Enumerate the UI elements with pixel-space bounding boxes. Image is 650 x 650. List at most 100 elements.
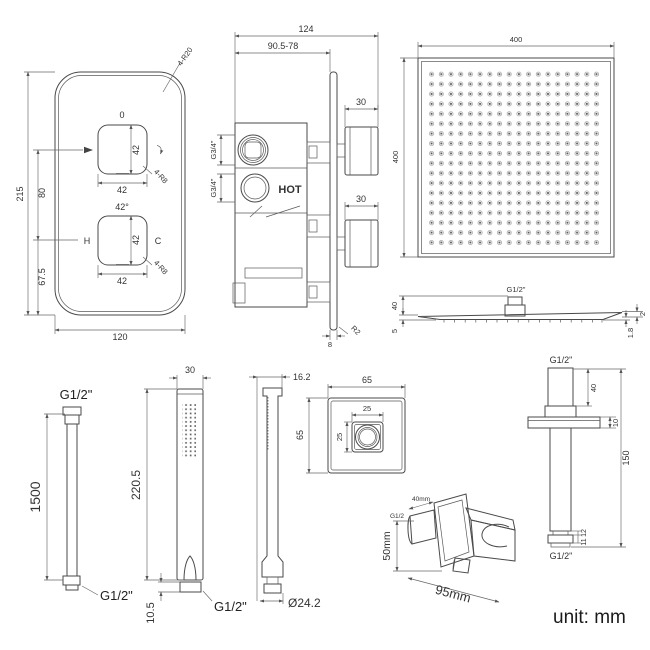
dim-arm-thread-length: 40 [589,384,598,392]
hot-port [240,173,270,203]
wall-bracket-isometric-view: 40mm G1/2 50mm 95mm [381,493,516,606]
panel-outline [54,71,186,316]
arm-bottom-nut [547,534,574,544]
dim-outlet-inner-width: 25 [363,404,371,413]
dim-bottom-knob-height: 42 [131,235,141,245]
dim-upper-port-thread: G3/4" [209,140,218,159]
label-knob-angle: 42° [115,202,129,212]
upper-handle [344,126,379,176]
ceiling-arm-view: G1/2" G1/2" 40 10 150 12 11 [527,355,631,561]
rotation-arrow-icon [156,145,164,155]
label-hot-inlet: HOT [278,184,302,196]
dim-plate-thickness: 8 [328,340,332,349]
lower-handle [344,219,379,268]
label-hose-bottom-thread: G1/2" [100,588,133,603]
bracket-plate [433,493,475,568]
valve-side-view: HOT 124 90.5-78 30 30 [209,24,379,349]
note-panel-corner: 4-R20 [175,46,194,68]
dim-bracket-depth: 40mm [412,496,430,503]
dim-bottom-knob-width: 42 [117,276,127,286]
upper-port [237,134,269,166]
dim-top-knob-width: 42 [117,185,127,195]
bracket-holder-cradle [481,523,510,548]
label-hot: H [84,236,91,246]
head-thread-connector [507,296,523,306]
hand-shower-side-view: 16.2 Ø24.2 [249,372,321,610]
arm-flange [527,416,601,429]
dim-hand-shower-length: 220.5 [129,470,143,500]
hand-shower-spray-face [182,402,196,458]
bracket-block-front [470,519,516,562]
dim-head-connector-height: 40 [390,302,399,310]
nozzle-grid [429,69,603,247]
panel-front-view: 215 80 67.5 120 4-R20 0 42 42 4-R8 42° H… [15,46,194,342]
dim-lower-handle-depth: 30 [356,194,366,204]
valve-body [234,122,308,308]
label-hand-shower-thread: G1/2" [214,599,247,614]
dim-outlet-inner-height: 25 [335,433,344,441]
dim-top-knob-height: 42 [131,145,141,155]
head-outline [417,57,615,258]
dim-arm-length: 150 [621,450,631,465]
hand-shower-thread [179,581,202,593]
bottom-knob [97,215,148,266]
nozzle-ticks [443,319,603,323]
dim-hand-shower-thread-length: 10.5 [145,602,157,623]
note-plate-corner: R2 [349,324,362,337]
dim-arm-flange-thickness: 10 [611,419,620,427]
head-profile [417,312,623,320]
hose-top-cap [62,406,82,416]
arm-collar [544,405,577,418]
hose-top-nut [64,414,80,425]
label-hose-top-thread: G1/2" [60,387,93,402]
dim-hand-shower-diameter: Ø24.2 [288,596,321,610]
outlet-boss [351,421,384,453]
outlet-plate [327,397,406,474]
label-knob-zero: 0 [119,110,124,120]
dim-lower-port-thread: G3/4" [209,178,218,197]
dim-head-edge-top: 2 [638,312,647,316]
dim-valve-width: 124 [298,24,313,34]
bracket-thread [409,509,437,545]
dim-hose-length: 1500 [27,481,43,512]
indicator-arrow-icon [33,146,93,154]
head-connector-base [504,304,526,317]
dim-head-left-edge: 5 [390,329,399,333]
bracket-bottom-outlet [452,557,471,574]
wall-outlet-face-view: 65 65 25 25 [295,375,406,474]
dim-bracket-height: 50mm [381,531,393,560]
label-bracket-thread: G1/2 [390,513,404,520]
dim-arm-step: 12 [581,529,588,537]
hand-shower-profile [261,387,284,578]
dim-bracket-width: 95mm [434,582,473,606]
dim-outlet-height: 65 [295,430,305,440]
hand-shower-cone [183,555,197,581]
shower-head-top-view: 400 400 [391,35,615,258]
hose-body [66,423,78,577]
note-bottom-knob-corner: 4-R8 [152,258,170,276]
dim-overall-width: 120 [112,332,127,342]
dim-head-width: 400 [510,35,523,44]
dim-arm-tip: 11 [581,538,588,545]
hand-shower-front-view: 30 220.5 10.5 G1/2" [129,365,247,624]
arm-tube [549,427,572,532]
label-arm-bottom-thread: G1/2" [550,551,573,561]
dim-hand-shower-depth: 16.2 [293,372,311,382]
hose-bottom-tip [65,584,79,591]
dim-hand-shower-width: 30 [185,365,195,375]
hand-shower-body [176,388,204,581]
label-arm-top-thread: G1/2" [550,355,573,365]
dim-head-edge-bottom: 1.8 [626,328,635,338]
top-knob [97,124,148,175]
shower-head-side-view: G1/2" 40 5 2 1.8 [390,285,647,338]
label-cold: C [155,236,162,246]
dim-upper-handle-depth: 30 [356,97,366,107]
unit-note: unit: mm [553,607,626,628]
dim-overall-height: 215 [15,186,25,201]
dim-valve-depth-range: 90.5-78 [268,41,299,51]
arm-top-thread [547,367,574,407]
valve-face-plate [329,71,338,331]
label-head-thread: G1/2" [507,285,526,294]
